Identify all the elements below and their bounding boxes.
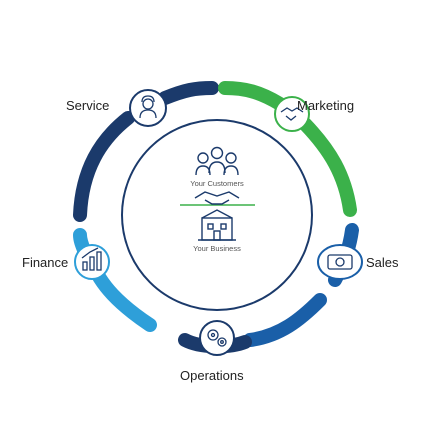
customers-label: Your Customers xyxy=(190,179,244,188)
segment-label-finance: Finance xyxy=(22,255,69,270)
segment-label-sales: Sales xyxy=(366,255,399,270)
marketing-icon-badge xyxy=(274,96,310,132)
business-label: Your Business xyxy=(193,244,241,253)
customers-icon xyxy=(195,146,239,176)
handshake-icon xyxy=(280,107,304,121)
handshake-center-icon xyxy=(194,191,240,205)
service-arc xyxy=(73,111,135,222)
segment-label-service: Service xyxy=(66,98,110,113)
building-icon xyxy=(198,209,236,241)
segment-label-marketing: Marketing xyxy=(297,98,355,113)
service-icon-badge xyxy=(129,89,167,127)
operations-icon-badge xyxy=(199,320,235,356)
money-icon xyxy=(327,254,353,270)
service-arc-2 xyxy=(158,81,219,105)
sales-icon-badge xyxy=(317,244,363,280)
finance-icon-badge xyxy=(74,244,110,280)
marketing-arc xyxy=(218,81,287,111)
segment-label-operations: Operations xyxy=(180,368,244,383)
support-agent-icon xyxy=(139,95,157,119)
gears-icon xyxy=(207,329,227,347)
marketing-arc-2 xyxy=(298,117,357,217)
growth-chart-icon xyxy=(81,247,102,271)
sales-arc-2 xyxy=(243,293,327,347)
